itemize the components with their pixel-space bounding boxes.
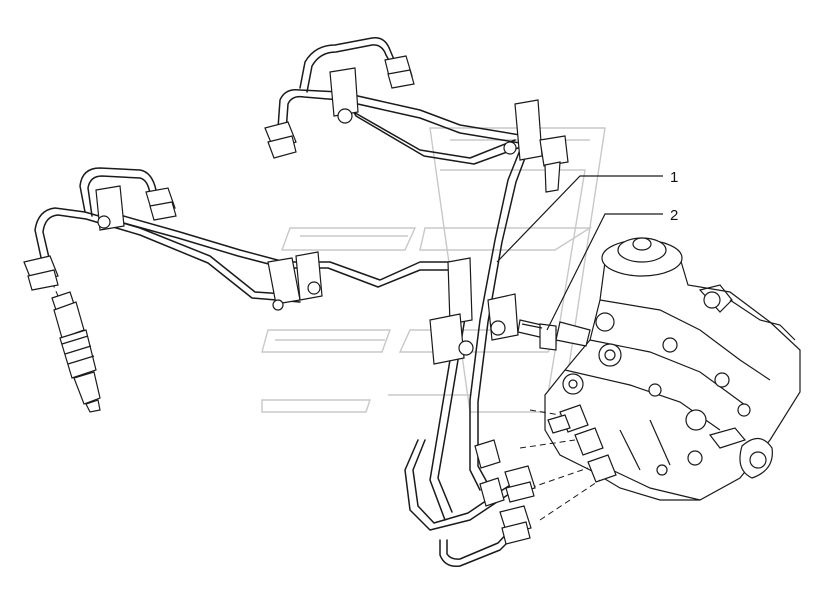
callout-1: 1 [496, 169, 678, 263]
callout-2-leader [546, 213, 663, 331]
pipe-clamps [95, 67, 569, 365]
callout-1-leader [496, 175, 663, 263]
injection-pump [544, 237, 801, 501]
bolt [517, 319, 557, 351]
callout-2-label: 2 [670, 207, 678, 224]
assembly-guide-lines [519, 409, 601, 521]
union-nuts [23, 55, 536, 545]
callout-2: 2 [546, 207, 678, 331]
callout-1-label: 1 [670, 169, 678, 186]
fuel-injector [51, 281, 101, 413]
